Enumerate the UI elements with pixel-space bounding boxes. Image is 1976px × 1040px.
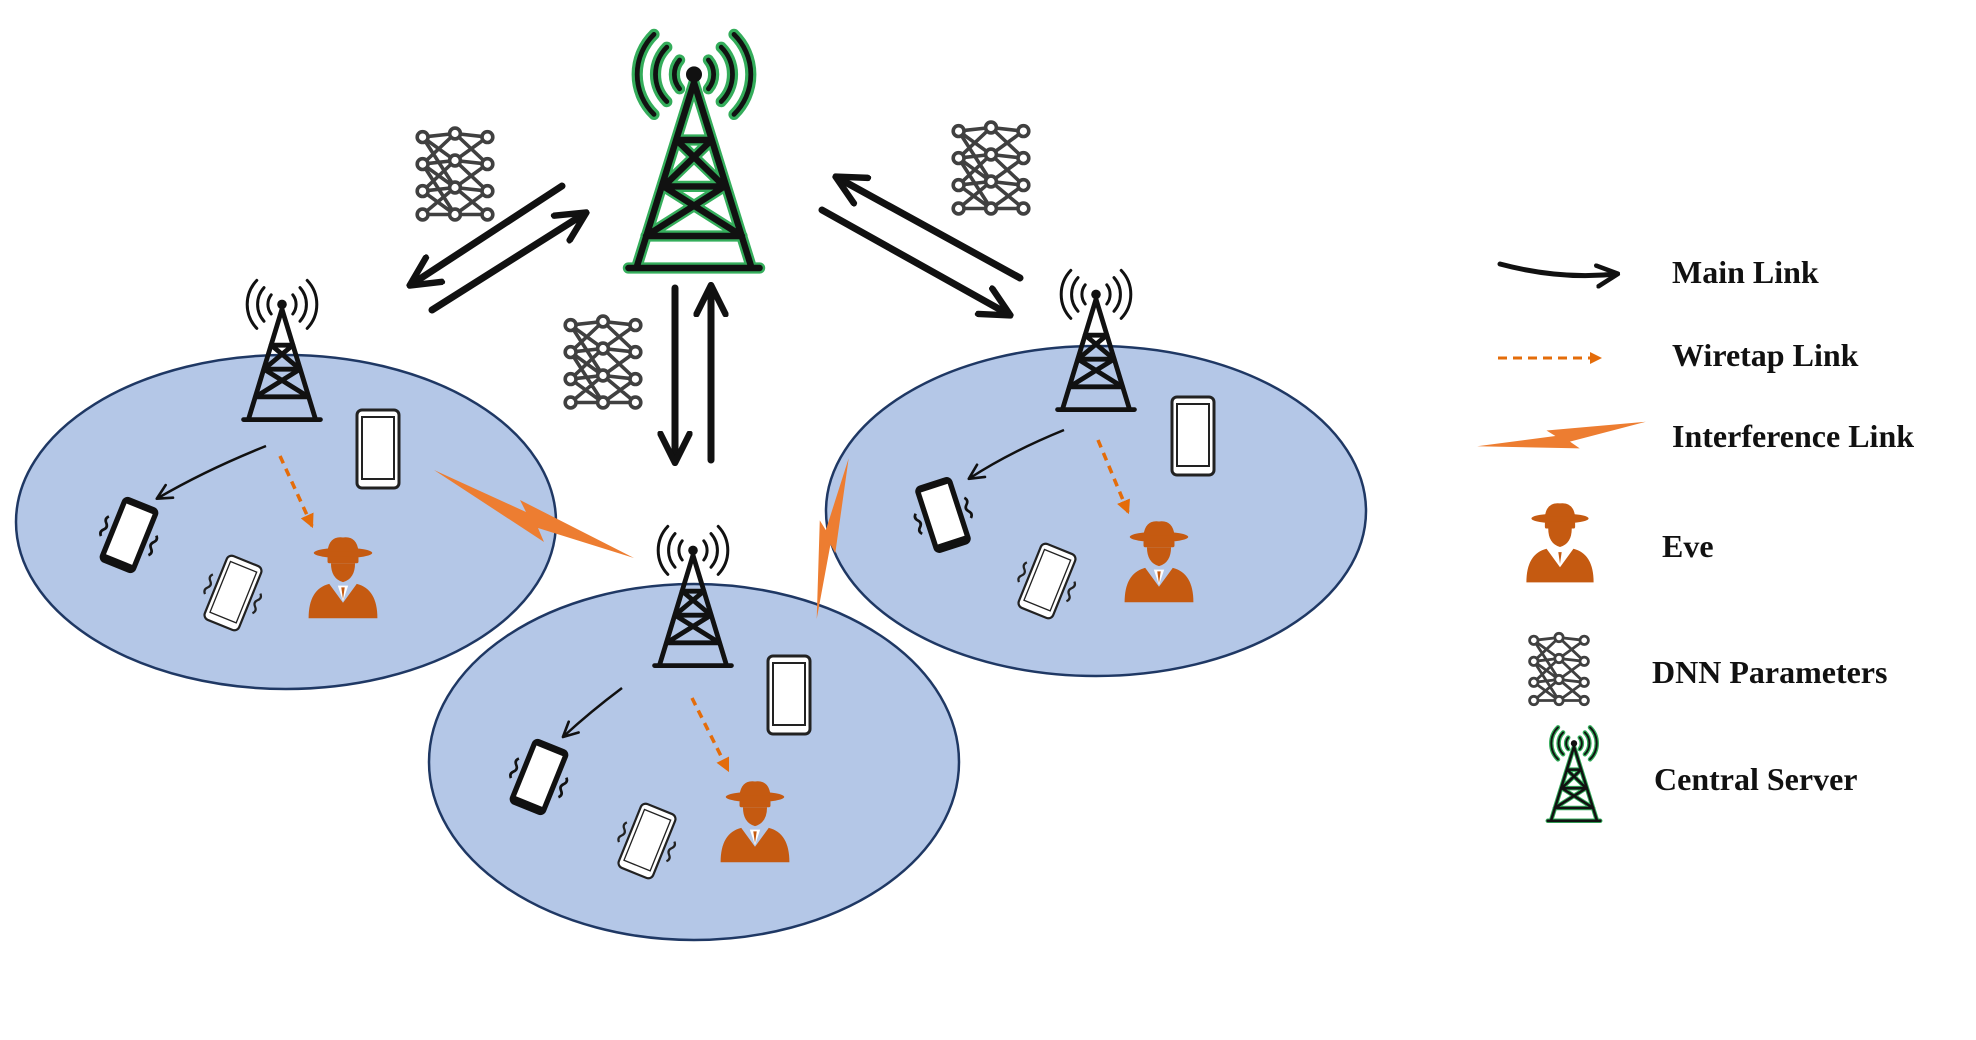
main-link-down-right [818,206,1008,314]
cell-left [14,353,558,691]
cell-tower-icon [244,280,321,419]
neural-network-icon [415,126,495,222]
cell-right [824,344,1368,678]
legend-wiretap-link-label: Wiretap Link [1672,337,1859,373]
legend-dnn-parameters-label: DNN Parameters [1652,654,1888,690]
legend-main-link-label: Main Link [1672,254,1819,290]
legend [1477,261,1646,821]
legend-interference-link-icon [1477,363,1646,505]
legend-main-link-icon [1497,261,1616,276]
legend-central-server-tower-icon [1548,727,1600,820]
cell-bottom [427,582,961,942]
legend-interference-link-label: Interference Link [1672,418,1915,454]
legend-neural-network-icon [1528,631,1590,707]
downlink-arrow-bottom [561,687,623,739]
smartphone-icon [766,654,812,736]
smartphone-icon [1170,395,1216,477]
smartphone-icon [355,408,401,490]
neural-network-icon [563,314,643,410]
main-link-up-left [428,214,584,314]
neural-network-icon [951,120,1031,216]
main-link-down-left [412,182,566,284]
main-links [412,178,1024,460]
downlink-arrow-right [967,428,1065,481]
legend-eve-icon [1526,503,1594,583]
legend-eve-label: Eve [1662,528,1714,564]
legend-central-server-label: Central Server [1654,761,1858,797]
main-link-up-right [838,178,1024,282]
cell-tower-icon [1058,270,1135,409]
downlink-arrow-left [155,444,267,501]
central-server-tower-icon [628,34,759,268]
